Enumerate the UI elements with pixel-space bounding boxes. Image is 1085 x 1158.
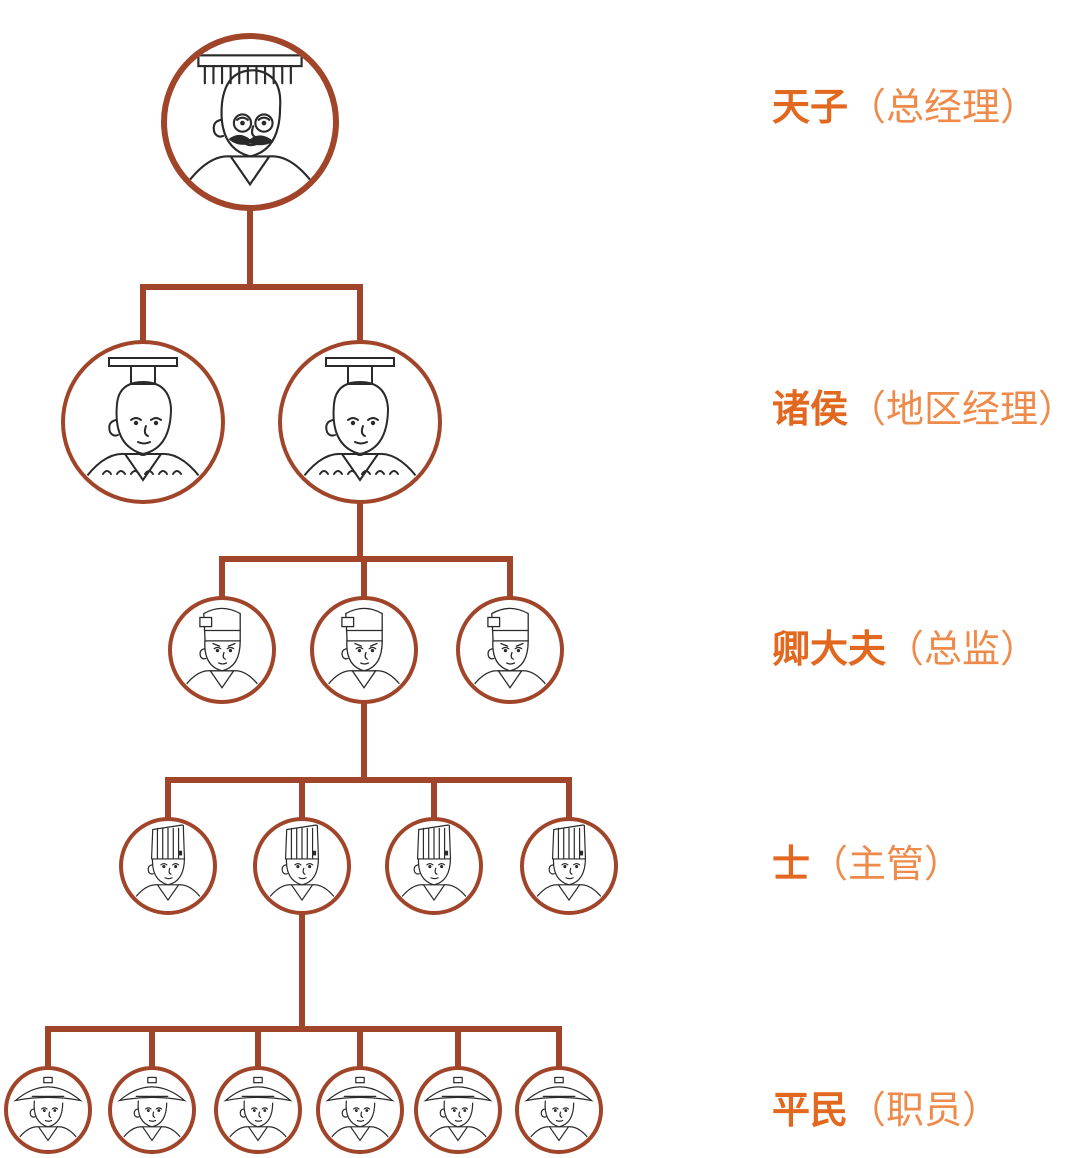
portrait-ring <box>456 596 564 704</box>
portrait-ring <box>385 817 483 915</box>
portrait-ring <box>253 817 351 915</box>
portrait-nodes <box>4 33 618 1154</box>
commoner-portrait-icon <box>515 1066 603 1154</box>
commoner-portrait-icon <box>214 1066 302 1154</box>
portrait-ring <box>161 33 339 211</box>
rank-label-pingmin: 平民（职员） <box>772 1091 1000 1129</box>
rank-title: 平民 <box>772 1088 849 1132</box>
minister-portrait-icon <box>310 596 418 704</box>
scholar-portrait-icon <box>119 817 217 915</box>
rank-label-qingdafu: 卿大夫（总监） <box>772 630 1038 668</box>
portrait-ring <box>61 340 225 504</box>
rank-title: 天子 <box>772 85 849 129</box>
portrait-ring <box>414 1066 502 1154</box>
portrait-ring <box>316 1066 404 1154</box>
portrait-ring <box>168 596 276 704</box>
portrait-ring <box>520 817 618 915</box>
scholar-portrait-icon <box>520 817 618 915</box>
portrait-ring <box>119 817 217 915</box>
lord-portrait-icon <box>278 340 442 504</box>
portrait-ring <box>4 1066 92 1154</box>
commoner-portrait-icon <box>4 1066 92 1154</box>
portrait-ring <box>310 596 418 704</box>
rank-role: （职员） <box>848 1088 1001 1132</box>
rank-role: （地区经理） <box>848 387 1077 431</box>
portrait-ring <box>515 1066 603 1154</box>
rank-title: 卿大夫 <box>772 627 887 671</box>
rank-label-tianzi: 天子（总经理） <box>772 88 1038 126</box>
rank-role: （总监） <box>886 627 1039 671</box>
rank-role: （总经理） <box>848 85 1039 129</box>
scholar-portrait-icon <box>385 817 483 915</box>
portrait-ring <box>278 340 442 504</box>
rank-title: 诸侯 <box>772 387 849 431</box>
emperor-portrait-icon <box>161 33 339 211</box>
minister-portrait-icon <box>168 596 276 704</box>
rank-label-zhuhou: 诸侯（地区经理） <box>772 390 1076 428</box>
minister-portrait-icon <box>456 596 564 704</box>
rank-label-shi: 士（主管） <box>772 845 962 883</box>
lord-portrait-icon <box>61 340 225 504</box>
portrait-ring <box>214 1066 302 1154</box>
rank-role: （主管） <box>810 842 963 886</box>
commoner-portrait-icon <box>108 1066 196 1154</box>
connector-lines <box>45 205 572 1071</box>
commoner-portrait-icon <box>414 1066 502 1154</box>
rank-title: 士 <box>772 842 811 886</box>
commoner-portrait-icon <box>316 1066 404 1154</box>
scholar-portrait-icon <box>253 817 351 915</box>
portrait-ring <box>108 1066 196 1154</box>
